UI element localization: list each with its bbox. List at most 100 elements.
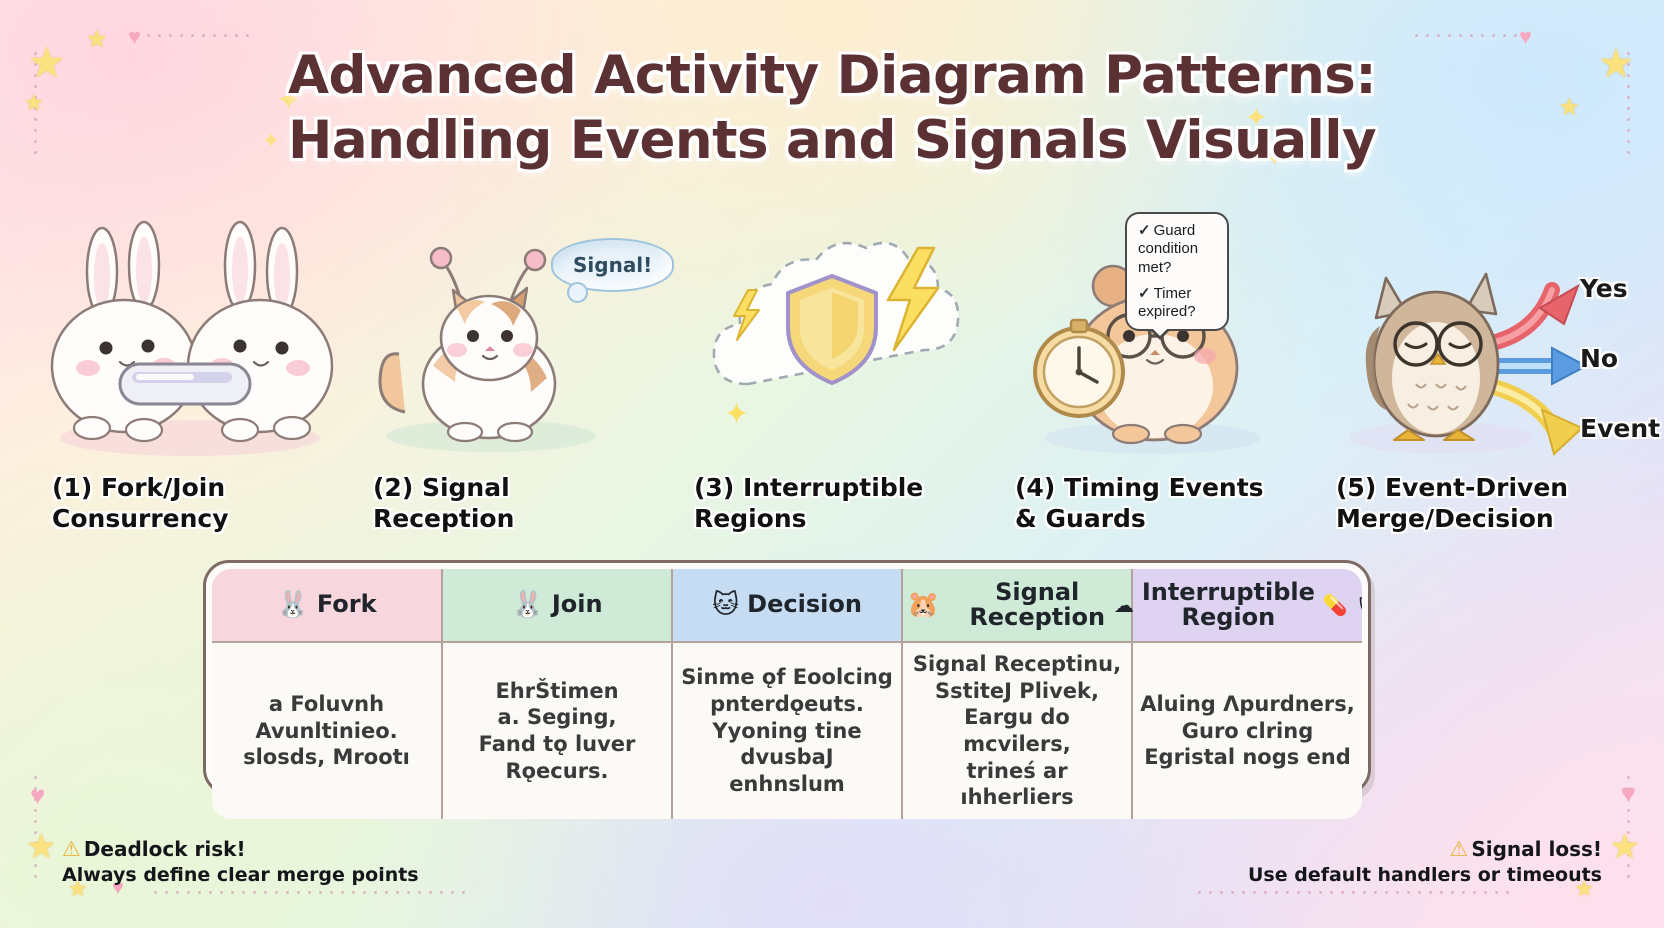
decorative-dots-left-top xyxy=(34,48,37,156)
checkmark-icon: ✓ xyxy=(1138,222,1151,239)
legend-table-container: 🐰 Fork 🐰 Join 🐱 Decision xyxy=(203,560,1371,819)
panel-caption-line2: Merge/Decision xyxy=(1336,504,1554,534)
panel-caption: (1) Fork/Join Consurrency xyxy=(40,472,340,535)
checklist-item: ✓Timer expired? xyxy=(1138,284,1196,321)
illustration-signal-reception: Signal! xyxy=(361,216,675,466)
footer-note-right-line1: Signal loss! xyxy=(1471,837,1602,861)
panel-signal-reception: Signal! (2) Signal Reception xyxy=(361,216,675,535)
guard-checklist-bubble: ✓Guard condition met? ✓Timer expired? xyxy=(1125,212,1229,342)
sparkle-icon: ✦ xyxy=(276,84,302,117)
legend-header-label: Decision xyxy=(747,590,862,619)
shield-icon xyxy=(786,274,878,385)
fork-bar-icon xyxy=(118,362,252,406)
footer-note-left-line1: Deadlock risk! xyxy=(83,837,246,861)
panel-interruptible-regions: ✦ (3) Interruptible Regions xyxy=(682,216,982,535)
star-icon: ★ xyxy=(1558,94,1580,121)
cloud-icon: ☁ xyxy=(1113,593,1134,617)
rabbit-icon: 🐰 xyxy=(276,590,309,620)
panel-caption: (5) Event-Driven Merge/Decision xyxy=(1324,472,1624,535)
lightning-icon xyxy=(886,246,940,352)
illustration-interruptible-region: ✦ xyxy=(682,216,982,466)
hamster-icon: 🐹 xyxy=(907,590,940,620)
rabbit-icon: 🐰 xyxy=(511,590,544,620)
panel-caption: (4) Timing Events & Guards xyxy=(1003,472,1303,535)
panel-caption: (2) Signal Reception xyxy=(361,472,661,535)
illustration-event-driven-merge: Yes No Event xyxy=(1324,216,1660,466)
legend-table: 🐰 Fork 🐰 Join 🐱 Decision xyxy=(212,569,1362,819)
decorative-dots-bottom-left xyxy=(150,891,470,894)
legend-header-join: 🐰 Join xyxy=(442,569,673,642)
footer-note-left-line2: Always define clear merge points xyxy=(62,864,419,887)
legend-header-label: Interruptible Region xyxy=(1141,577,1315,631)
star-icon: ★ xyxy=(1598,42,1634,86)
checkmark-icon: ✓ xyxy=(1138,284,1151,302)
star-icon: ★ xyxy=(1609,828,1640,866)
hamster-with-stopwatch-icon xyxy=(1033,264,1261,454)
star-icon: ★ xyxy=(26,828,57,866)
legend-header-interruptible-region: ☁ Interruptible Region 💊 🛡 xyxy=(1114,569,1362,642)
legend-header-label: Join xyxy=(551,590,603,619)
panel-caption-line2: Regions xyxy=(694,504,807,534)
decorative-dots-top-left xyxy=(143,34,253,37)
stopwatch-icon xyxy=(1033,318,1125,418)
illustration-timing-events: ✓Guard condition met? ✓Timer expired? xyxy=(1003,212,1303,466)
footer-note-right: ⚠Signal loss! Use default handlers or ti… xyxy=(1248,836,1602,888)
heart-icon: ♥ xyxy=(1620,778,1636,808)
owl-with-branch-arrows-icon xyxy=(1350,272,1589,456)
panel-caption-line1: (4) Timing Events xyxy=(1015,473,1264,502)
pill-icon: 💊 xyxy=(1322,593,1348,617)
star-icon: ★ xyxy=(24,90,44,115)
panel-timing-events: ✓Guard condition met? ✓Timer expired? (4… xyxy=(1003,212,1303,535)
cat-icon: 🐱 xyxy=(712,590,740,620)
legend-header-row: 🐰 Fork 🐰 Join 🐱 Decision xyxy=(212,569,1362,642)
signal-speech-bubble: Signal! xyxy=(551,238,675,303)
sparkle-icon: ✦ xyxy=(262,128,281,153)
arrow-label-no: No xyxy=(1580,344,1619,373)
panel-caption-line1: (5) Event-Driven xyxy=(1336,473,1569,502)
checklist-item: ✓Guard condition met? xyxy=(1138,222,1199,276)
pattern-panels: (1) Fork/Join Consurrency xyxy=(40,212,1660,535)
panel-caption-line1: (3) Interruptible xyxy=(694,473,924,502)
decorative-dots-bottom-right xyxy=(1194,891,1514,894)
panel-caption-line2: Reception xyxy=(373,504,515,534)
panel-caption-line2: & Guards xyxy=(1015,504,1146,534)
panel-caption: (3) Interruptible Regions xyxy=(682,472,982,535)
arrow-label-event: Event xyxy=(1580,414,1661,443)
star-icon: ★ xyxy=(86,26,108,53)
lightning-small-icon xyxy=(733,289,760,341)
cat-with-antennae-icon xyxy=(378,246,596,452)
legend-header-signal-reception: 🐹 Signal Reception xyxy=(902,569,1133,642)
heart-icon: ♥ xyxy=(128,24,142,49)
decorative-dots-right-top xyxy=(1627,48,1630,156)
page-title: Advanced Activity Diagram Patterns: Hand… xyxy=(0,44,1664,173)
legend-header-decision: 🐱 Decision xyxy=(672,569,903,642)
panel-caption-line1: (2) Signal xyxy=(373,473,510,502)
sparkle-icon: ✦ xyxy=(724,398,749,431)
star-icon: ★ xyxy=(28,39,66,86)
footer-note-left: ⚠Deadlock risk! Always define clear merg… xyxy=(62,836,419,888)
illustration-fork-join xyxy=(40,216,340,466)
legend-cell-signal-reception: Signal Receptinu,SstiteJ Plivek,Eargu do… xyxy=(902,641,1133,819)
star-icon: ★ xyxy=(1574,876,1594,901)
panel-caption-line2: Consurrency xyxy=(52,504,229,534)
shield-icon: 🛡 xyxy=(1356,595,1362,615)
footer-note-right-line2: Use default handlers or timeouts xyxy=(1247,864,1602,887)
panel-fork-join: (1) Fork/Join Consurrency xyxy=(40,216,340,535)
heart-icon: ♥ xyxy=(1518,24,1532,49)
decorative-dots-top-right xyxy=(1411,34,1521,37)
page-title-line2: Handling Events and Signals Visually xyxy=(287,109,1377,171)
rabbits-with-fork-bar-icon xyxy=(50,220,334,456)
page-title-line1: Advanced Activity Diagram Patterns: xyxy=(287,45,1377,106)
decorative-dots-left-bottom xyxy=(34,772,37,880)
warning-triangle-icon: ⚠ xyxy=(62,837,81,861)
sparkle-icon: ✦ xyxy=(1265,146,1284,171)
star-icon: ★ xyxy=(68,876,88,901)
legend-header-fork: 🐰 Fork xyxy=(212,569,443,642)
